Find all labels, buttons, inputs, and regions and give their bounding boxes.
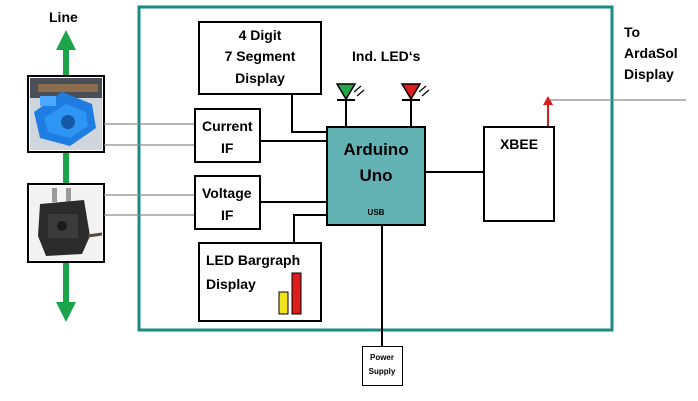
line-label: Line [49,9,78,25]
ardasol-label-name: ArdaSol [624,45,678,61]
power-supply-line2: Supply [368,367,396,376]
bargraph-line2: Display [206,276,256,292]
enclosure-border [137,5,614,332]
bargraph-line1: LED Bargraph [206,252,301,268]
ardasol-label-to: To [624,24,641,40]
segment-display-line2: 7 Segment [224,48,296,64]
xbee-label: XBEE [499,136,539,152]
power-supply-line1: Power [369,353,394,362]
arduino-uno-block: Arduino Uno USB [326,126,426,226]
segment-display-block: 4 Digit 7 Segment Display [198,21,322,95]
sensor-wires [104,123,194,216]
voltage-sensor-photo [27,183,105,263]
mains-line-arrow [56,30,76,322]
led-red-icon [400,83,430,101]
output-arrow [543,96,686,126]
led-green-icon [335,83,365,101]
ardasol-label-display: Display [624,66,674,82]
bargraph-bar-yellow [278,291,289,315]
signal-wires [261,94,483,346]
led-bargraph-block: LED Bargraph Display [198,242,322,322]
segment-display-line1: 4 Digit [238,27,282,43]
voltage-if-line1: Voltage [202,185,252,201]
voltage-if-block: Voltage IF [194,175,261,230]
bargraph-bar-red [291,272,302,315]
current-sensor-photo [27,75,105,153]
current-if-line1: Current [202,118,253,134]
power-supply-block: Power Supply [362,346,403,386]
segment-display-line3: Display [235,70,285,86]
arduino-line1: Arduino [343,140,409,159]
ind-leds-label: Ind. LED‘s [352,48,421,64]
arduino-line2: Uno [359,166,393,185]
xbee-block: XBEE [483,126,555,222]
usb-label: USB [367,208,385,217]
current-if-block: Current IF [194,108,261,163]
current-if-line2: IF [221,140,234,156]
voltage-if-line2: IF [221,207,234,223]
